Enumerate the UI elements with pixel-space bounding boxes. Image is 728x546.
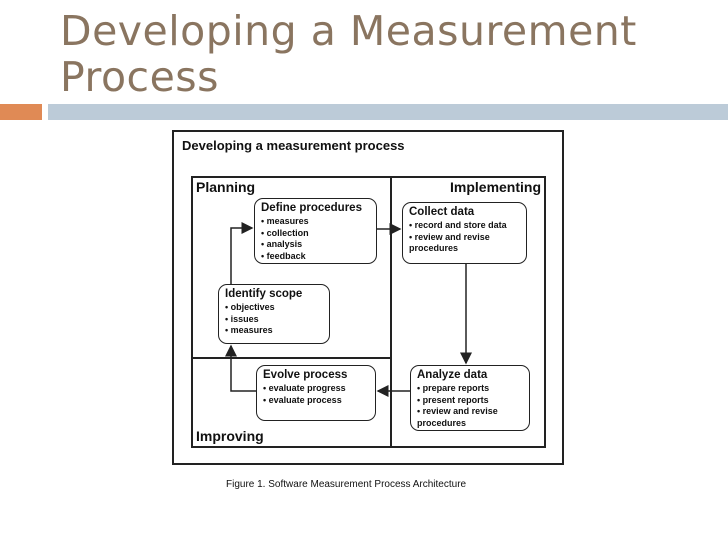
accent-band-blue [48,104,728,120]
define-item: measures [261,216,370,228]
arrow-scope-to-define [230,222,254,284]
define-item: analysis [261,239,370,251]
planning-label: Planning [196,179,256,195]
horizontal-divider [191,357,392,359]
identify-scope-box: Identify scope objectives issues measure… [218,284,330,344]
implementing-label: Implementing [450,179,542,195]
scope-item: objectives [225,302,323,314]
slide-title-line-2: Process [60,53,220,101]
define-item: feedback [261,251,370,263]
analyze-data-title: Analyze data [417,369,488,381]
scope-item: measures [225,325,323,337]
evolve-item: evaluate progress [263,383,369,395]
arrow-evolve-to-scope [225,344,256,392]
evolve-process-box: Evolve process evaluate progress evaluat… [256,365,376,421]
evolve-item: evaluate process [263,395,369,407]
collect-item: review and revise procedures [409,232,520,255]
analyze-data-box: Analyze data prepare reports present rep… [410,365,530,431]
quadrant-box [191,176,546,448]
figure-caption: Figure 1. Software Measurement Process A… [226,479,467,490]
figure-heading: Developing a measurement process [182,138,405,153]
flow-arrows [225,222,472,397]
define-procedures-box: Define procedures measures collection an… [254,198,377,264]
analyze-item: present reports [417,395,523,407]
accent-band-orange [0,104,42,120]
slide-title-line-1: Developing a Measurement [60,7,637,55]
scope-item: issues [225,314,323,326]
identify-scope-title: Identify scope [225,288,303,300]
analyze-item: review and revise procedures [417,406,523,429]
define-procedures-title: Define procedures [261,202,362,214]
analyze-item: prepare reports [417,383,523,395]
collect-data-box: Collect data record and store data revie… [402,202,527,264]
define-item: collection [261,228,370,240]
improving-label: Improving [196,428,264,444]
collect-data-title: Collect data [409,206,475,218]
collect-item: record and store data [409,220,520,232]
vertical-divider [390,176,392,448]
slide-title: Developing a Measurement Process [60,8,700,100]
evolve-process-title: Evolve process [263,369,348,381]
figure-frame: Developing a measurement process Plannin… [172,130,564,465]
